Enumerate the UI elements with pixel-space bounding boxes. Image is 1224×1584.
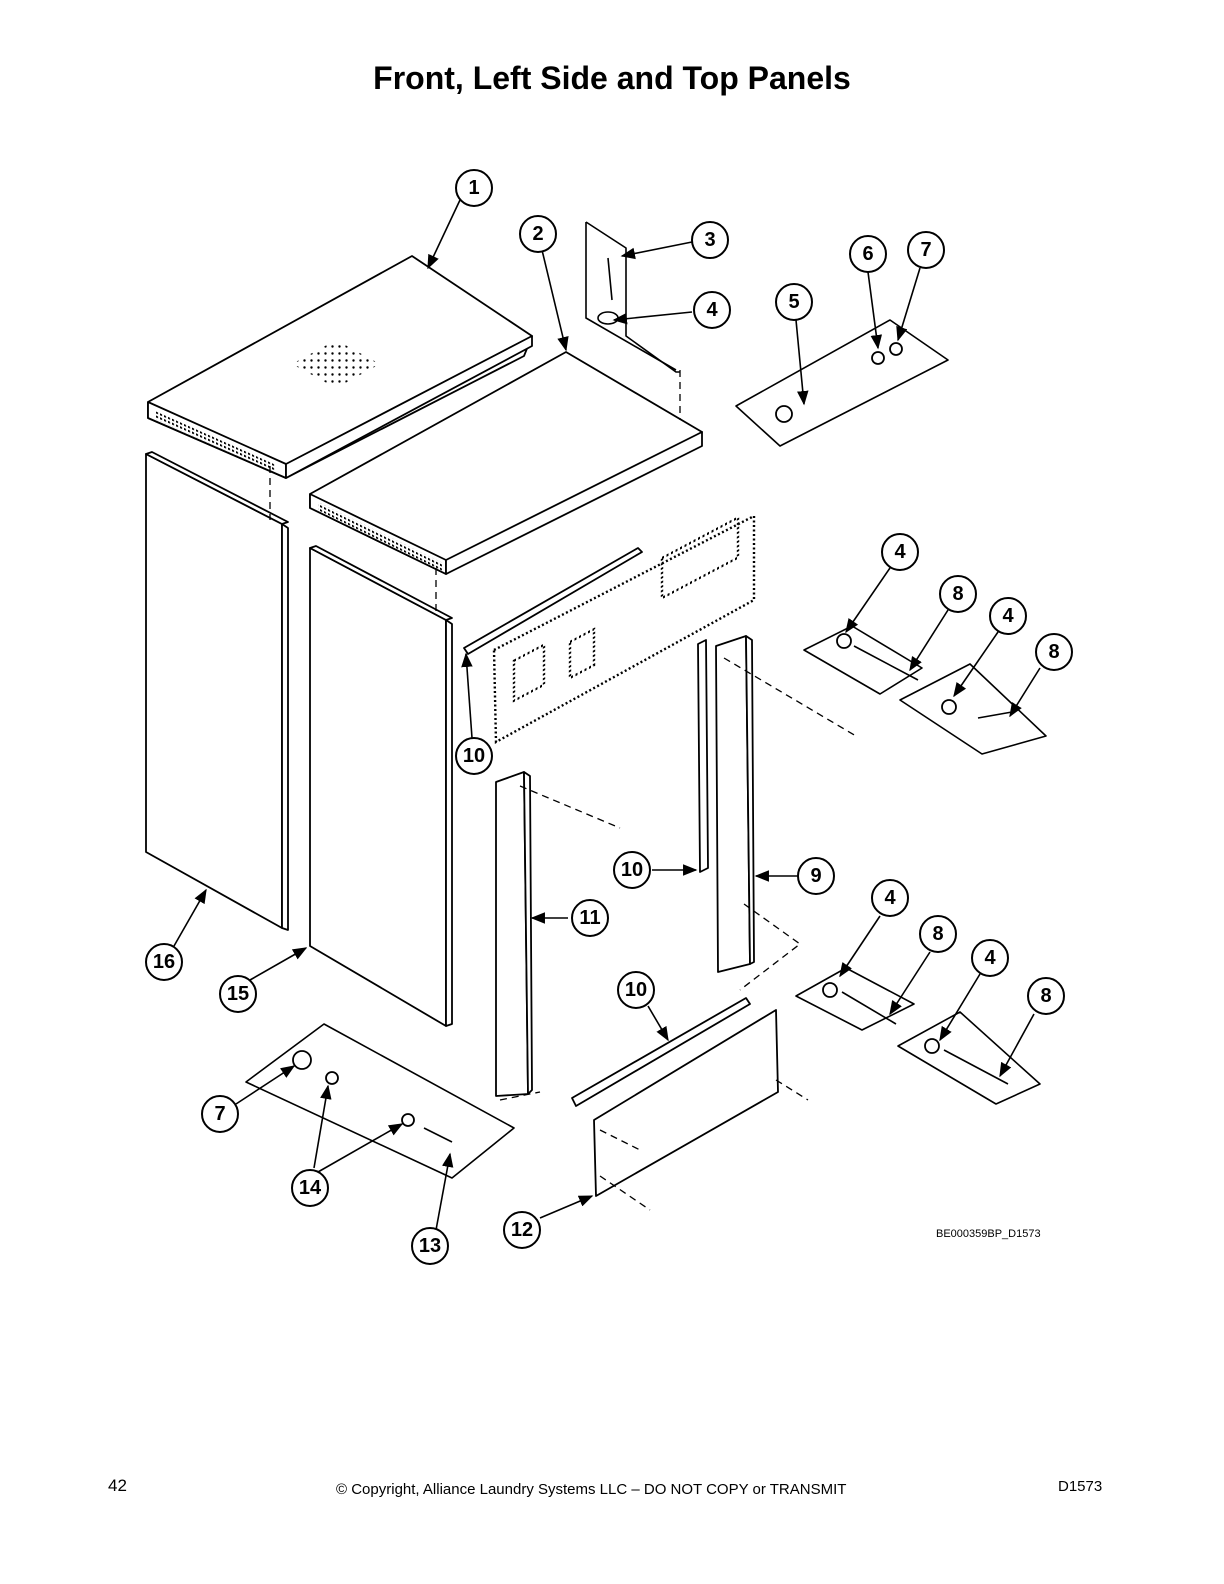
callout-7: 7 bbox=[907, 231, 945, 269]
callout-6: 6 bbox=[849, 235, 887, 273]
rear-top-panel bbox=[309, 351, 703, 575]
svg-text:5: 5 bbox=[788, 291, 799, 313]
left-side-panel bbox=[145, 451, 289, 931]
callout-7: 7 bbox=[201, 1095, 239, 1133]
callout-16: 16 bbox=[145, 943, 183, 981]
svg-text:8: 8 bbox=[952, 583, 963, 605]
svg-text:10: 10 bbox=[621, 859, 643, 881]
callout-3: 3 bbox=[691, 221, 729, 259]
svg-text:13: 13 bbox=[419, 1235, 441, 1257]
trim-strip-middle bbox=[697, 639, 709, 873]
page-number: 42 bbox=[108, 1476, 127, 1495]
callout-15: 15 bbox=[219, 975, 257, 1013]
callout-4: 4 bbox=[881, 533, 919, 571]
svg-text:15: 15 bbox=[227, 983, 249, 1005]
hardware-tray-top-right bbox=[735, 319, 949, 447]
svg-text:4: 4 bbox=[1002, 605, 1014, 627]
hardware-tray-top-left bbox=[585, 221, 680, 373]
svg-text:7: 7 bbox=[920, 239, 931, 261]
callout-8: 8 bbox=[939, 575, 977, 613]
callout-10: 10 bbox=[617, 971, 655, 1009]
svg-text:4: 4 bbox=[984, 947, 996, 969]
svg-text:14: 14 bbox=[299, 1177, 322, 1199]
right-vertical-channel bbox=[715, 635, 755, 973]
svg-text:6: 6 bbox=[862, 243, 873, 265]
callout-8: 8 bbox=[1027, 977, 1065, 1015]
callout-4: 4 bbox=[693, 291, 731, 329]
leader-lines bbox=[173, 199, 1041, 1231]
callout-8: 8 bbox=[1035, 633, 1073, 671]
svg-text:9: 9 bbox=[810, 865, 821, 887]
svg-text:3: 3 bbox=[704, 229, 715, 251]
svg-text:1: 1 bbox=[468, 177, 479, 199]
control-panel-outline bbox=[492, 514, 756, 745]
svg-text:8: 8 bbox=[932, 923, 943, 945]
svg-text:4: 4 bbox=[894, 541, 906, 563]
kickplate bbox=[571, 997, 779, 1197]
svg-text:12: 12 bbox=[511, 1219, 533, 1241]
left-vertical-channel bbox=[495, 771, 533, 1097]
document-code: D1573 bbox=[1058, 1478, 1103, 1495]
callout-8: 8 bbox=[919, 915, 957, 953]
illustration-code: BE000359BP_D1573 bbox=[936, 1228, 1041, 1240]
callout-11: 11 bbox=[571, 899, 609, 937]
svg-text:8: 8 bbox=[1040, 985, 1051, 1007]
svg-text:4: 4 bbox=[884, 887, 896, 909]
svg-text:7: 7 bbox=[214, 1103, 225, 1125]
callout-9: 9 bbox=[797, 857, 835, 895]
callout-14: 14 bbox=[291, 1169, 329, 1207]
svg-text:4: 4 bbox=[706, 299, 718, 321]
callout-4: 4 bbox=[989, 597, 1027, 635]
callout-13: 13 bbox=[411, 1227, 449, 1265]
top-panel bbox=[147, 255, 533, 479]
callout-1: 1 bbox=[455, 169, 493, 207]
callout-4: 4 bbox=[871, 879, 909, 917]
front-panel bbox=[309, 545, 453, 1027]
svg-text:2: 2 bbox=[532, 223, 543, 245]
svg-text:10: 10 bbox=[463, 745, 485, 767]
callout-5: 5 bbox=[775, 283, 813, 321]
callout-4: 4 bbox=[971, 939, 1009, 977]
svg-text:10: 10 bbox=[625, 979, 647, 1001]
callout-2: 2 bbox=[519, 215, 557, 253]
hardware-tray-right-upper bbox=[803, 625, 1047, 755]
svg-text:8: 8 bbox=[1048, 641, 1059, 663]
callout-12: 12 bbox=[503, 1211, 541, 1249]
copyright-notice: © Copyright, Alliance Laundry Systems LL… bbox=[336, 1481, 847, 1498]
svg-text:16: 16 bbox=[153, 951, 175, 973]
trim-strip-upper bbox=[463, 547, 643, 655]
alignment-lines bbox=[269, 370, 857, 1211]
callout-10: 10 bbox=[455, 737, 493, 775]
page-title: Front, Left Side and Top Panels bbox=[373, 60, 851, 96]
callout-10: 10 bbox=[613, 851, 651, 889]
hardware-tray-right-lower bbox=[795, 967, 1041, 1105]
svg-text:11: 11 bbox=[579, 907, 600, 929]
hardware-tray-bottom-left bbox=[245, 1023, 515, 1179]
